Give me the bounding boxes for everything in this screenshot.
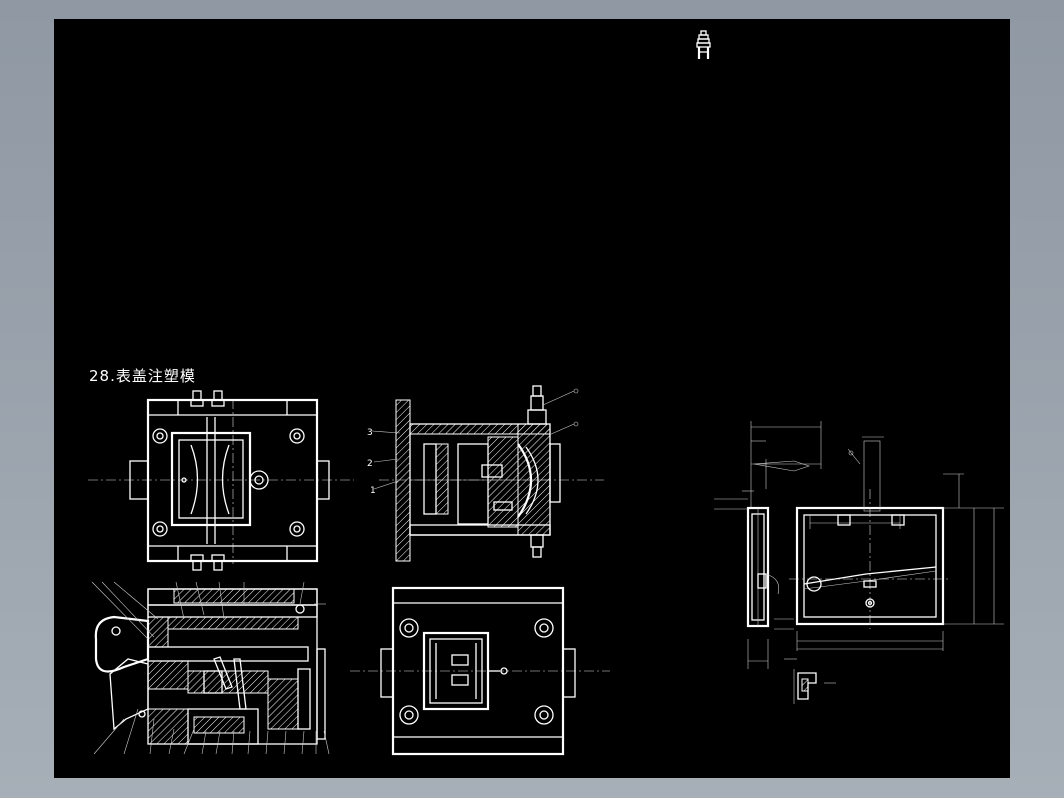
callout-3: 3 [367,428,373,438]
drawing-svg: 3 2 1 [88,30,1004,756]
callout-2: 2 [367,459,373,469]
drawing-title: 28.表盖注塑模 [89,367,196,385]
mold-plan-view [350,586,610,756]
part-drawing [714,421,1004,704]
top-marker-icon [696,30,711,59]
mold-section-view: 3 2 1 [367,385,604,562]
mold-assembly-section [91,581,330,755]
drawing-canvas[interactable]: 3 2 1 [54,19,1010,778]
mold-top-view [88,390,354,571]
callout-1: 1 [370,486,376,496]
